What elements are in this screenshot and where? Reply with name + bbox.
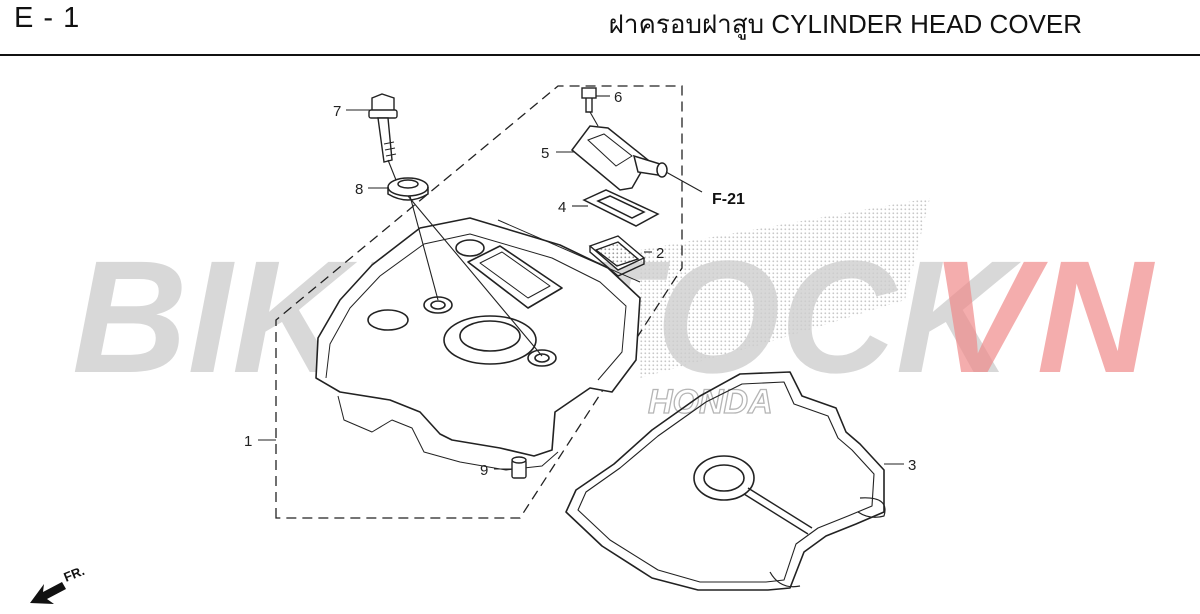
- callout-6: 6: [614, 89, 622, 106]
- breather-cover: [570, 125, 668, 191]
- callout-9: 9: [480, 462, 488, 479]
- breather-filter: [588, 235, 646, 277]
- reference-f21: F-21: [712, 191, 745, 208]
- rubber-seal: [387, 177, 429, 201]
- breather-gasket: [582, 189, 660, 227]
- page-code: E - 1: [14, 2, 81, 34]
- assembly-guide-lines: [387, 111, 703, 357]
- cylinder-head-cover: [315, 217, 641, 471]
- front-direction-indicator: FR.: [30, 563, 87, 604]
- front-direction-label: FR.: [62, 563, 87, 585]
- dowel-pin: [511, 456, 527, 479]
- callout-4: 4: [558, 199, 566, 216]
- watermark-brand: HONDA: [648, 383, 773, 421]
- callout-5: 5: [541, 145, 549, 162]
- page-header: E - 1 ฝาครอบฝาสูบ CYLINDER HEAD COVER: [0, 0, 1200, 56]
- watermark-text-red: VN: [930, 227, 1156, 406]
- assembly-group-boundary: [275, 85, 683, 519]
- head-cover-gasket: [565, 371, 886, 591]
- callout-3: 3: [908, 457, 916, 474]
- arrow-down-left-icon: [30, 582, 66, 604]
- callout-8: 8: [355, 181, 363, 198]
- page-title: ฝาครอบฝาสูบ CYLINDER HEAD COVER: [608, 9, 1082, 39]
- callout-leaders: [258, 95, 904, 470]
- cover-bolt: [368, 93, 398, 163]
- small-bolt: [581, 87, 597, 113]
- header-divider: [0, 54, 1200, 56]
- callout-7: 7: [333, 103, 341, 120]
- callout-2: 2: [656, 245, 664, 262]
- callout-1: 1: [244, 433, 252, 450]
- honda-wing-watermark: [640, 198, 930, 378]
